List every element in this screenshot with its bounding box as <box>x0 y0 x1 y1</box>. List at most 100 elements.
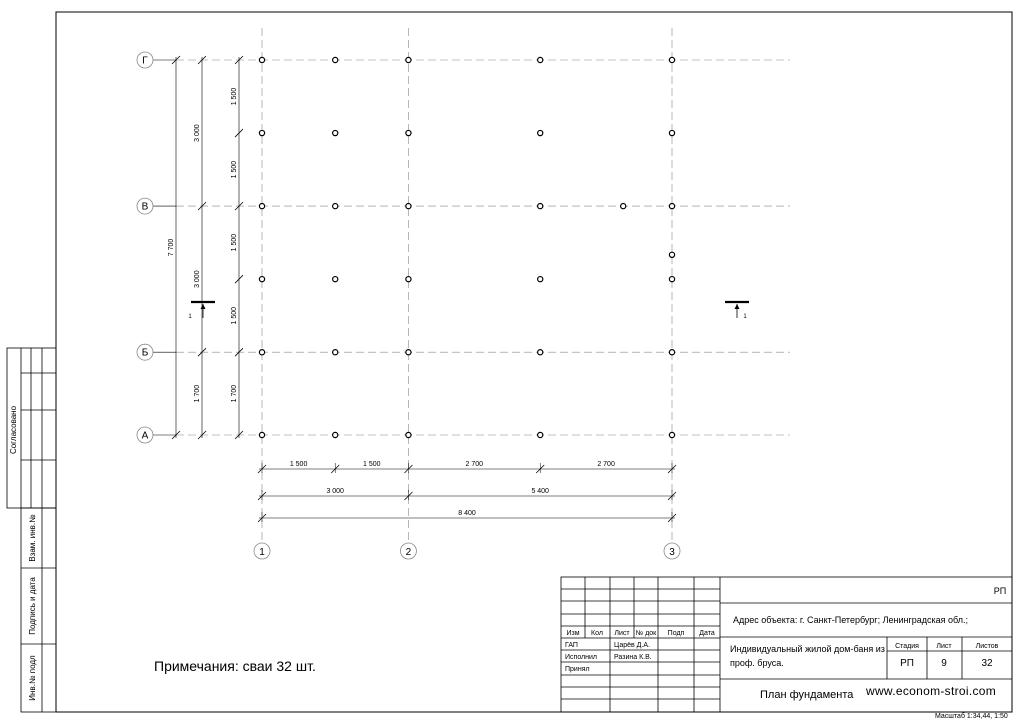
dim-vert-inner-tick <box>234 347 244 357</box>
pile-marker <box>258 431 266 439</box>
tb-role-exec: Исполнил <box>565 654 597 661</box>
dim-vert-inner-tick <box>234 201 244 211</box>
tb-sheet-title: План фундамента <box>760 689 854 701</box>
dim-vert-inner-label: 1 700 <box>231 385 238 403</box>
dim-horiz-1-label: 2 700 <box>597 461 615 468</box>
sheet-frame <box>55 11 1013 713</box>
pile-marker <box>619 202 627 210</box>
axis-bubble-column <box>663 542 681 560</box>
axis-bubble-row <box>136 343 154 361</box>
pile-marker <box>258 202 266 210</box>
dim-vert-inner-label: 1 500 <box>231 307 238 325</box>
tb-sheet-label: Лист <box>936 643 952 650</box>
pile-marker <box>405 349 412 356</box>
pile-marker <box>668 251 676 259</box>
notes-text: Примечания: сваи 32 шт. <box>154 658 316 674</box>
axis-label-column: 3 <box>669 547 675 558</box>
dim-vert-inner-tick <box>234 128 244 138</box>
dim-horiz-1-label: 2 700 <box>466 461 484 468</box>
pile-marker <box>405 129 412 137</box>
dim-horiz-1-label: 1 500 <box>363 461 381 468</box>
pile-marker <box>668 56 676 64</box>
pile-marker <box>668 202 676 210</box>
dim-horiz-1-label: 1 500 <box>290 461 308 468</box>
axis-label-row: А <box>142 431 149 442</box>
dim-vert-inner-label: 1 500 <box>231 161 238 179</box>
tb-role-gap: ГАП <box>565 642 578 649</box>
pile-marker <box>405 202 412 210</box>
pile-marker <box>537 202 544 210</box>
axis-label-row: Г <box>142 56 148 67</box>
stamp-inv-no-label: Взам. инв.№ <box>28 514 37 562</box>
axis-label-row: Б <box>142 348 149 359</box>
pile-marker <box>405 275 412 283</box>
dim-vert-inner-tick <box>234 430 244 440</box>
website-text: www.econom-stroi.com <box>866 684 997 698</box>
dim-vert-mid-tick <box>197 347 207 357</box>
tb-name-gap: Царёв Д.А. <box>614 642 650 649</box>
pile-marker <box>668 431 676 439</box>
pile-marker <box>332 431 339 439</box>
axis-bubble-column <box>400 542 417 560</box>
axis-bubble-row <box>136 197 154 215</box>
section-mark-label: 1 <box>743 314 747 320</box>
pile-marker <box>537 56 544 64</box>
dim-vert-total-tick <box>171 430 181 440</box>
section-mark-label: 1 <box>188 314 192 320</box>
tb-project-line-2: проф. бруса. <box>730 658 784 668</box>
pile-marker <box>405 431 412 439</box>
axis-bubble-row <box>136 51 154 69</box>
tb-name-exec: Разина К.В. <box>614 654 652 661</box>
tb-hdr-kol: Кол <box>591 630 603 637</box>
dim-horiz-2-label: 5 400 <box>531 488 549 495</box>
axis-label-row: В <box>142 202 149 213</box>
dim-vert-mid-label: 3 000 <box>194 124 201 142</box>
section-mark-arrowhead <box>200 304 206 309</box>
dim-vert-inner-label: 1 500 <box>231 234 238 252</box>
axis-bubble-column <box>253 542 271 560</box>
pile-marker <box>668 129 676 137</box>
pile-marker <box>258 129 266 137</box>
tb-hdr-sign: Подп <box>668 630 685 637</box>
dim-horiz-2-label: 3 000 <box>326 488 344 495</box>
dim-vert-mid-tick <box>197 430 207 440</box>
pile-marker <box>537 129 544 137</box>
dim-vert-inner-tick <box>234 55 244 65</box>
pile-marker <box>405 56 412 64</box>
pile-marker <box>258 275 266 283</box>
tb-code: РП <box>994 586 1006 596</box>
section-mark-arrowhead <box>734 304 740 309</box>
pile-marker <box>258 349 266 356</box>
pile-marker <box>332 56 339 64</box>
dim-vert-inner-tick <box>234 274 244 284</box>
tb-stage-label: Стадия <box>895 643 919 650</box>
pile-marker <box>668 349 676 356</box>
dim-vert-mid-label: 3 000 <box>194 270 201 288</box>
stamp-agreed-label: Согласовано <box>9 405 18 454</box>
pile-marker <box>537 431 544 439</box>
scale-text: Масштаб 1:34,44, 1:50 <box>935 713 1008 720</box>
pile-marker <box>668 275 676 283</box>
title-block <box>560 576 1013 713</box>
tb-sheets-label: Листов <box>976 643 999 650</box>
pile-marker <box>332 129 339 137</box>
tb-stage-value: РП <box>900 658 914 669</box>
tb-role-accepted: Принял <box>565 666 590 673</box>
dim-vert-inner-label: 1 500 <box>231 88 238 106</box>
tb-address: Адрес объекта: г. Санкт-Петербург; Ленин… <box>733 615 968 625</box>
tb-hdr-date: Дата <box>699 630 715 637</box>
dim-vert-total-label: 7 700 <box>168 239 175 257</box>
tb-hdr-doc: № док <box>636 630 657 637</box>
axis-label-column: 2 <box>406 547 412 558</box>
pile-marker <box>332 202 339 210</box>
tb-hdr-list: Лист <box>614 630 630 637</box>
stamp-inv-orig-label: Инв.№ подл <box>28 655 37 701</box>
tb-sheets-value: 32 <box>981 658 993 669</box>
axis-bubble-row <box>136 426 154 444</box>
pile-marker <box>332 349 339 356</box>
axis-label-column: 1 <box>259 547 265 558</box>
dim-vert-total-tick <box>171 55 181 65</box>
dim-vert-mid-tick <box>197 201 207 211</box>
dim-vert-mid-label: 1 700 <box>194 385 201 403</box>
